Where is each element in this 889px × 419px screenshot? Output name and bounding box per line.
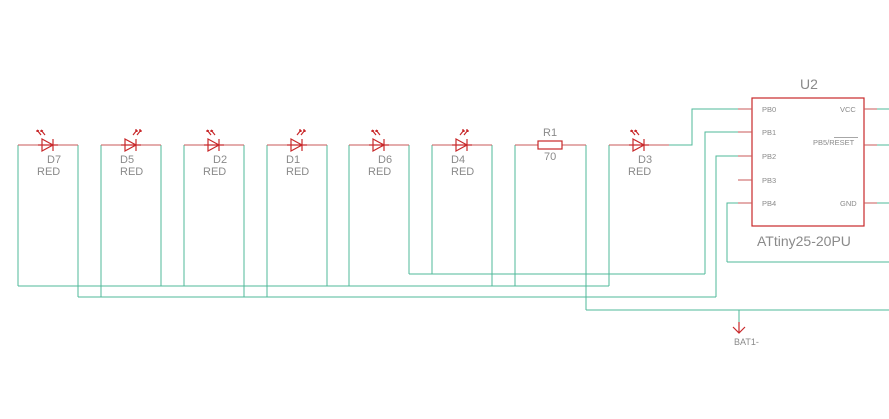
ground-symbol[interactable] bbox=[732, 322, 746, 334]
ground-label: BAT1- bbox=[734, 337, 759, 347]
resistor-r1[interactable] bbox=[515, 140, 586, 150]
led-symbol bbox=[287, 137, 307, 153]
wire bbox=[704, 131, 738, 274]
led-emission-arrows bbox=[206, 129, 216, 136]
led-d4[interactable] bbox=[432, 129, 492, 153]
led-d3[interactable] bbox=[609, 129, 669, 153]
led-d7[interactable] bbox=[18, 129, 78, 153]
led-symbol bbox=[452, 137, 472, 153]
led-value-label: RED bbox=[286, 166, 309, 178]
chip-pin-label: PB4 bbox=[762, 199, 776, 208]
led-value-label: RED bbox=[368, 166, 391, 178]
led-emission-arrows bbox=[36, 129, 46, 136]
wires bbox=[17, 108, 889, 322]
led-d6[interactable] bbox=[349, 129, 409, 153]
led-ref-label: D4 bbox=[451, 154, 465, 166]
wire bbox=[669, 108, 738, 146]
chip-pin-label: VCC bbox=[840, 105, 856, 114]
chip-pin-label: PB0 bbox=[762, 105, 776, 114]
chip-u2[interactable] bbox=[738, 97, 877, 227]
chip-pin-label: GND bbox=[840, 199, 857, 208]
led-value-label: RED bbox=[203, 166, 226, 178]
led-ref-label: D3 bbox=[638, 154, 652, 166]
led-ref-label: D6 bbox=[378, 154, 392, 166]
chip-pin-label: PB3 bbox=[762, 176, 776, 185]
resistor-body bbox=[537, 140, 563, 150]
led-value-label: RED bbox=[120, 166, 143, 178]
led-symbol bbox=[369, 137, 389, 153]
wire bbox=[726, 202, 738, 262]
resistor-ref-label: R1 bbox=[543, 127, 557, 139]
led-emission-arrows bbox=[132, 129, 142, 136]
led-emission-arrows bbox=[459, 129, 469, 136]
led-symbol bbox=[38, 137, 58, 153]
led-d2[interactable] bbox=[184, 129, 244, 153]
led-d1[interactable] bbox=[267, 129, 327, 153]
led-value-label: RED bbox=[451, 166, 474, 178]
led-emission-arrows bbox=[371, 129, 381, 136]
chip-body bbox=[751, 97, 865, 227]
chip-ref-label: U2 bbox=[800, 76, 818, 92]
chip-part-label: ATtiny25-20PU bbox=[757, 233, 851, 249]
led-emission-arrows bbox=[630, 129, 640, 136]
chip-pin-stub bbox=[864, 108, 877, 204]
ground-arrow-icon bbox=[732, 322, 746, 334]
led-symbol bbox=[204, 137, 224, 153]
led-value-label: RED bbox=[628, 166, 651, 178]
led-ref-label: D5 bbox=[120, 154, 134, 166]
chip-pin-stub bbox=[738, 108, 752, 204]
led-symbol bbox=[629, 137, 649, 153]
led-emission-arrows bbox=[296, 129, 306, 136]
chip-pin-label: PB2 bbox=[762, 152, 776, 161]
chip-pin-label: PB1 bbox=[762, 128, 776, 137]
wire bbox=[715, 155, 738, 297]
led-ref-label: D1 bbox=[286, 154, 300, 166]
resistor-value-label: 70 bbox=[544, 151, 556, 163]
led-value-label: RED bbox=[37, 166, 60, 178]
led-d5[interactable] bbox=[101, 129, 161, 153]
led-symbol bbox=[121, 137, 141, 153]
chip-pin-label: PB5/RESET bbox=[813, 138, 855, 147]
led-ref-label: D7 bbox=[47, 154, 61, 166]
led-ref-label: D2 bbox=[213, 154, 227, 166]
